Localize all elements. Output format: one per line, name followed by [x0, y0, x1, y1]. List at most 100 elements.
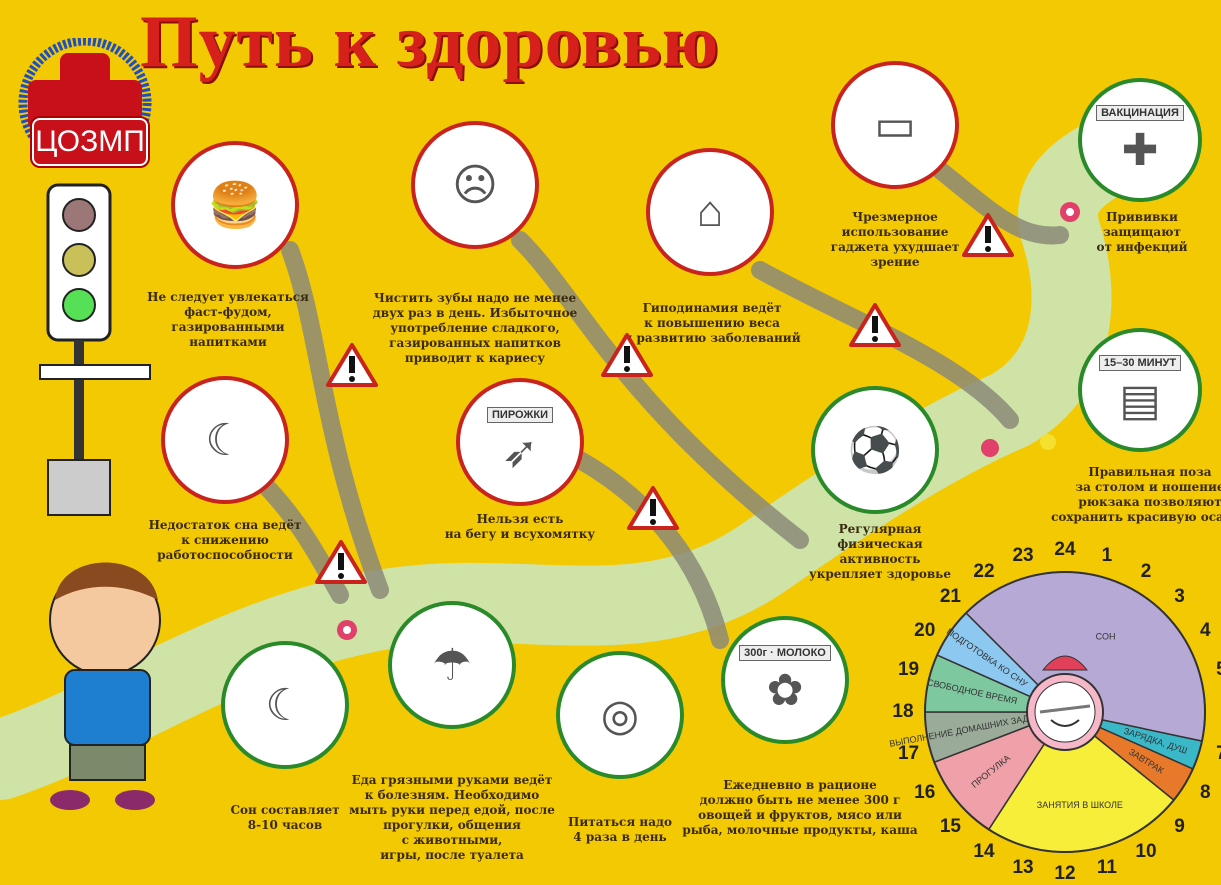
- clock-hour-label: 1: [1101, 544, 1113, 566]
- caption-line: Чистить зубы надо не менее: [373, 291, 577, 305]
- caption-line: Регулярная: [838, 522, 922, 536]
- caption-line: двух раз в день. Избыточное: [372, 306, 578, 320]
- caption-line: Не следует увлекаться: [147, 290, 309, 304]
- caption-line: гаджета ухудшает: [830, 240, 960, 254]
- card-nosleep-illustration: ☾: [161, 376, 289, 504]
- logo-text: ЦОЗМП: [32, 118, 148, 166]
- clock-hour-label: 22: [973, 560, 995, 582]
- card-sleep-illustration: ☾: [221, 641, 349, 769]
- caption-line: 4 раза в день: [573, 830, 667, 844]
- caption-line: газированных напитков: [389, 336, 561, 350]
- clock-hour-label: 17: [897, 742, 920, 764]
- caption-line: Сон составляет: [230, 803, 340, 817]
- handwash-icon: ☂: [432, 640, 472, 690]
- caption-line: к повышению веса: [644, 316, 780, 330]
- caption-line: 8-10 часов: [247, 818, 323, 832]
- flowers: [337, 202, 1080, 640]
- running-eating-icon: ➶: [501, 427, 539, 477]
- green-path: [0, 110, 1160, 800]
- caption-line: Чрезмерное: [852, 210, 938, 224]
- clock-hour-label: 21: [939, 586, 962, 608]
- caption-line: укрепляет здоровье: [809, 567, 951, 581]
- card-meals-illustration: ◎: [556, 651, 684, 779]
- warning-icon: [326, 343, 378, 387]
- caption-line: Прививки: [1106, 210, 1178, 224]
- caption-line: напитками: [189, 335, 267, 349]
- caption-line: на бегу и всухомятку: [444, 527, 596, 541]
- warning-icon: [601, 333, 653, 377]
- card-label: ПИРОЖКИ: [487, 406, 553, 423]
- caption-line: физическая: [837, 537, 923, 551]
- caption-line: Еда грязными руками ведёт: [351, 773, 553, 787]
- syringe-icon: ✚: [1121, 125, 1159, 175]
- card-label: 300г · МОЛОКО: [739, 644, 831, 661]
- caption-line: сохранить красивую осанку: [1051, 510, 1221, 524]
- clock-hour-label: 4: [1199, 620, 1211, 641]
- caption-line: и развитию заболеваний: [623, 331, 801, 345]
- clock-hour-label: 8: [1199, 782, 1211, 803]
- warning-icon: [315, 540, 367, 584]
- clock-hour-label: 2: [1140, 560, 1152, 582]
- card-sport-illustration: ⚽: [811, 386, 939, 514]
- card-snack-illustration: ПИРОЖКИ ➶: [456, 378, 584, 506]
- clock-hour-label: 12: [1054, 863, 1076, 884]
- boy-character: [49, 562, 161, 810]
- caption-line: использование: [841, 225, 949, 239]
- computer-night-icon: ☾: [205, 415, 245, 465]
- toothache-icon: ☹: [452, 160, 498, 210]
- caption-line: за столом и ношение: [1075, 480, 1221, 494]
- caption-line: зрение: [870, 255, 920, 269]
- card-vaccine-illustration: ВАКЦИНАЦИЯ✚: [1078, 78, 1202, 202]
- caption-line: игры, после туалета: [380, 848, 524, 862]
- card-posture-illustration: 15–30 МИНУТ▤: [1078, 328, 1202, 452]
- meal-icon: ◎: [600, 690, 640, 740]
- clock-hour-label: 13: [1012, 857, 1034, 879]
- bed-icon: ☾: [265, 680, 305, 730]
- clock-hour-label: 18: [892, 701, 914, 722]
- caption-line: мыть руки перед едой, после: [349, 803, 555, 817]
- card-sofa-illustration: ⌂: [646, 148, 774, 276]
- caption-line: Питаться надо: [568, 815, 672, 829]
- card-label: 15–30 МИНУТ: [1098, 354, 1182, 371]
- caption-line: приводит к кариесу: [404, 351, 546, 365]
- clock-hour-label: 20: [914, 620, 936, 641]
- clock-hour-label: 19: [897, 659, 920, 681]
- caption-line: к болезням. Необходимо: [364, 788, 540, 802]
- caption-line: прогулки, общения: [383, 818, 521, 832]
- caption-line: Недостаток сна ведёт: [148, 518, 302, 532]
- clock-hour-label: 11: [1096, 857, 1117, 879]
- vegetables-icon: ✿: [766, 665, 804, 715]
- traffic-light: [39, 183, 151, 516]
- clock-hour-label: 10: [1135, 841, 1157, 863]
- caption-line: Правильная поза: [1088, 465, 1212, 479]
- tablet-icon: ▭: [874, 100, 916, 150]
- caption-line: к снижению: [181, 533, 269, 547]
- football-icon: ⚽: [847, 426, 903, 475]
- caption-line: газированными: [171, 320, 285, 334]
- warning-icon: [849, 303, 901, 347]
- fastfood-icon: 🍔: [207, 181, 263, 230]
- clock-hour-label: 23: [1012, 544, 1034, 566]
- clock-hour-label: 5: [1216, 659, 1221, 681]
- caption-line: защищают: [1103, 225, 1181, 239]
- clock-hour-label: 24: [1054, 539, 1076, 560]
- sofa-icon: ⌂: [696, 187, 724, 236]
- clock-hour-label: 14: [973, 841, 995, 863]
- caption-line: должно быть не менее 300 г: [699, 793, 901, 807]
- caption-line: овощей и фруктов, мясо или: [698, 808, 902, 822]
- logo: ЦОЗМП: [10, 36, 160, 170]
- caption-line: Нельзя есть: [476, 512, 564, 526]
- caption-line: от инфекций: [1096, 240, 1188, 254]
- card-diet-illustration: 300г · МОЛОКО ✿: [721, 616, 849, 744]
- clock-hour-label: 16: [914, 782, 936, 803]
